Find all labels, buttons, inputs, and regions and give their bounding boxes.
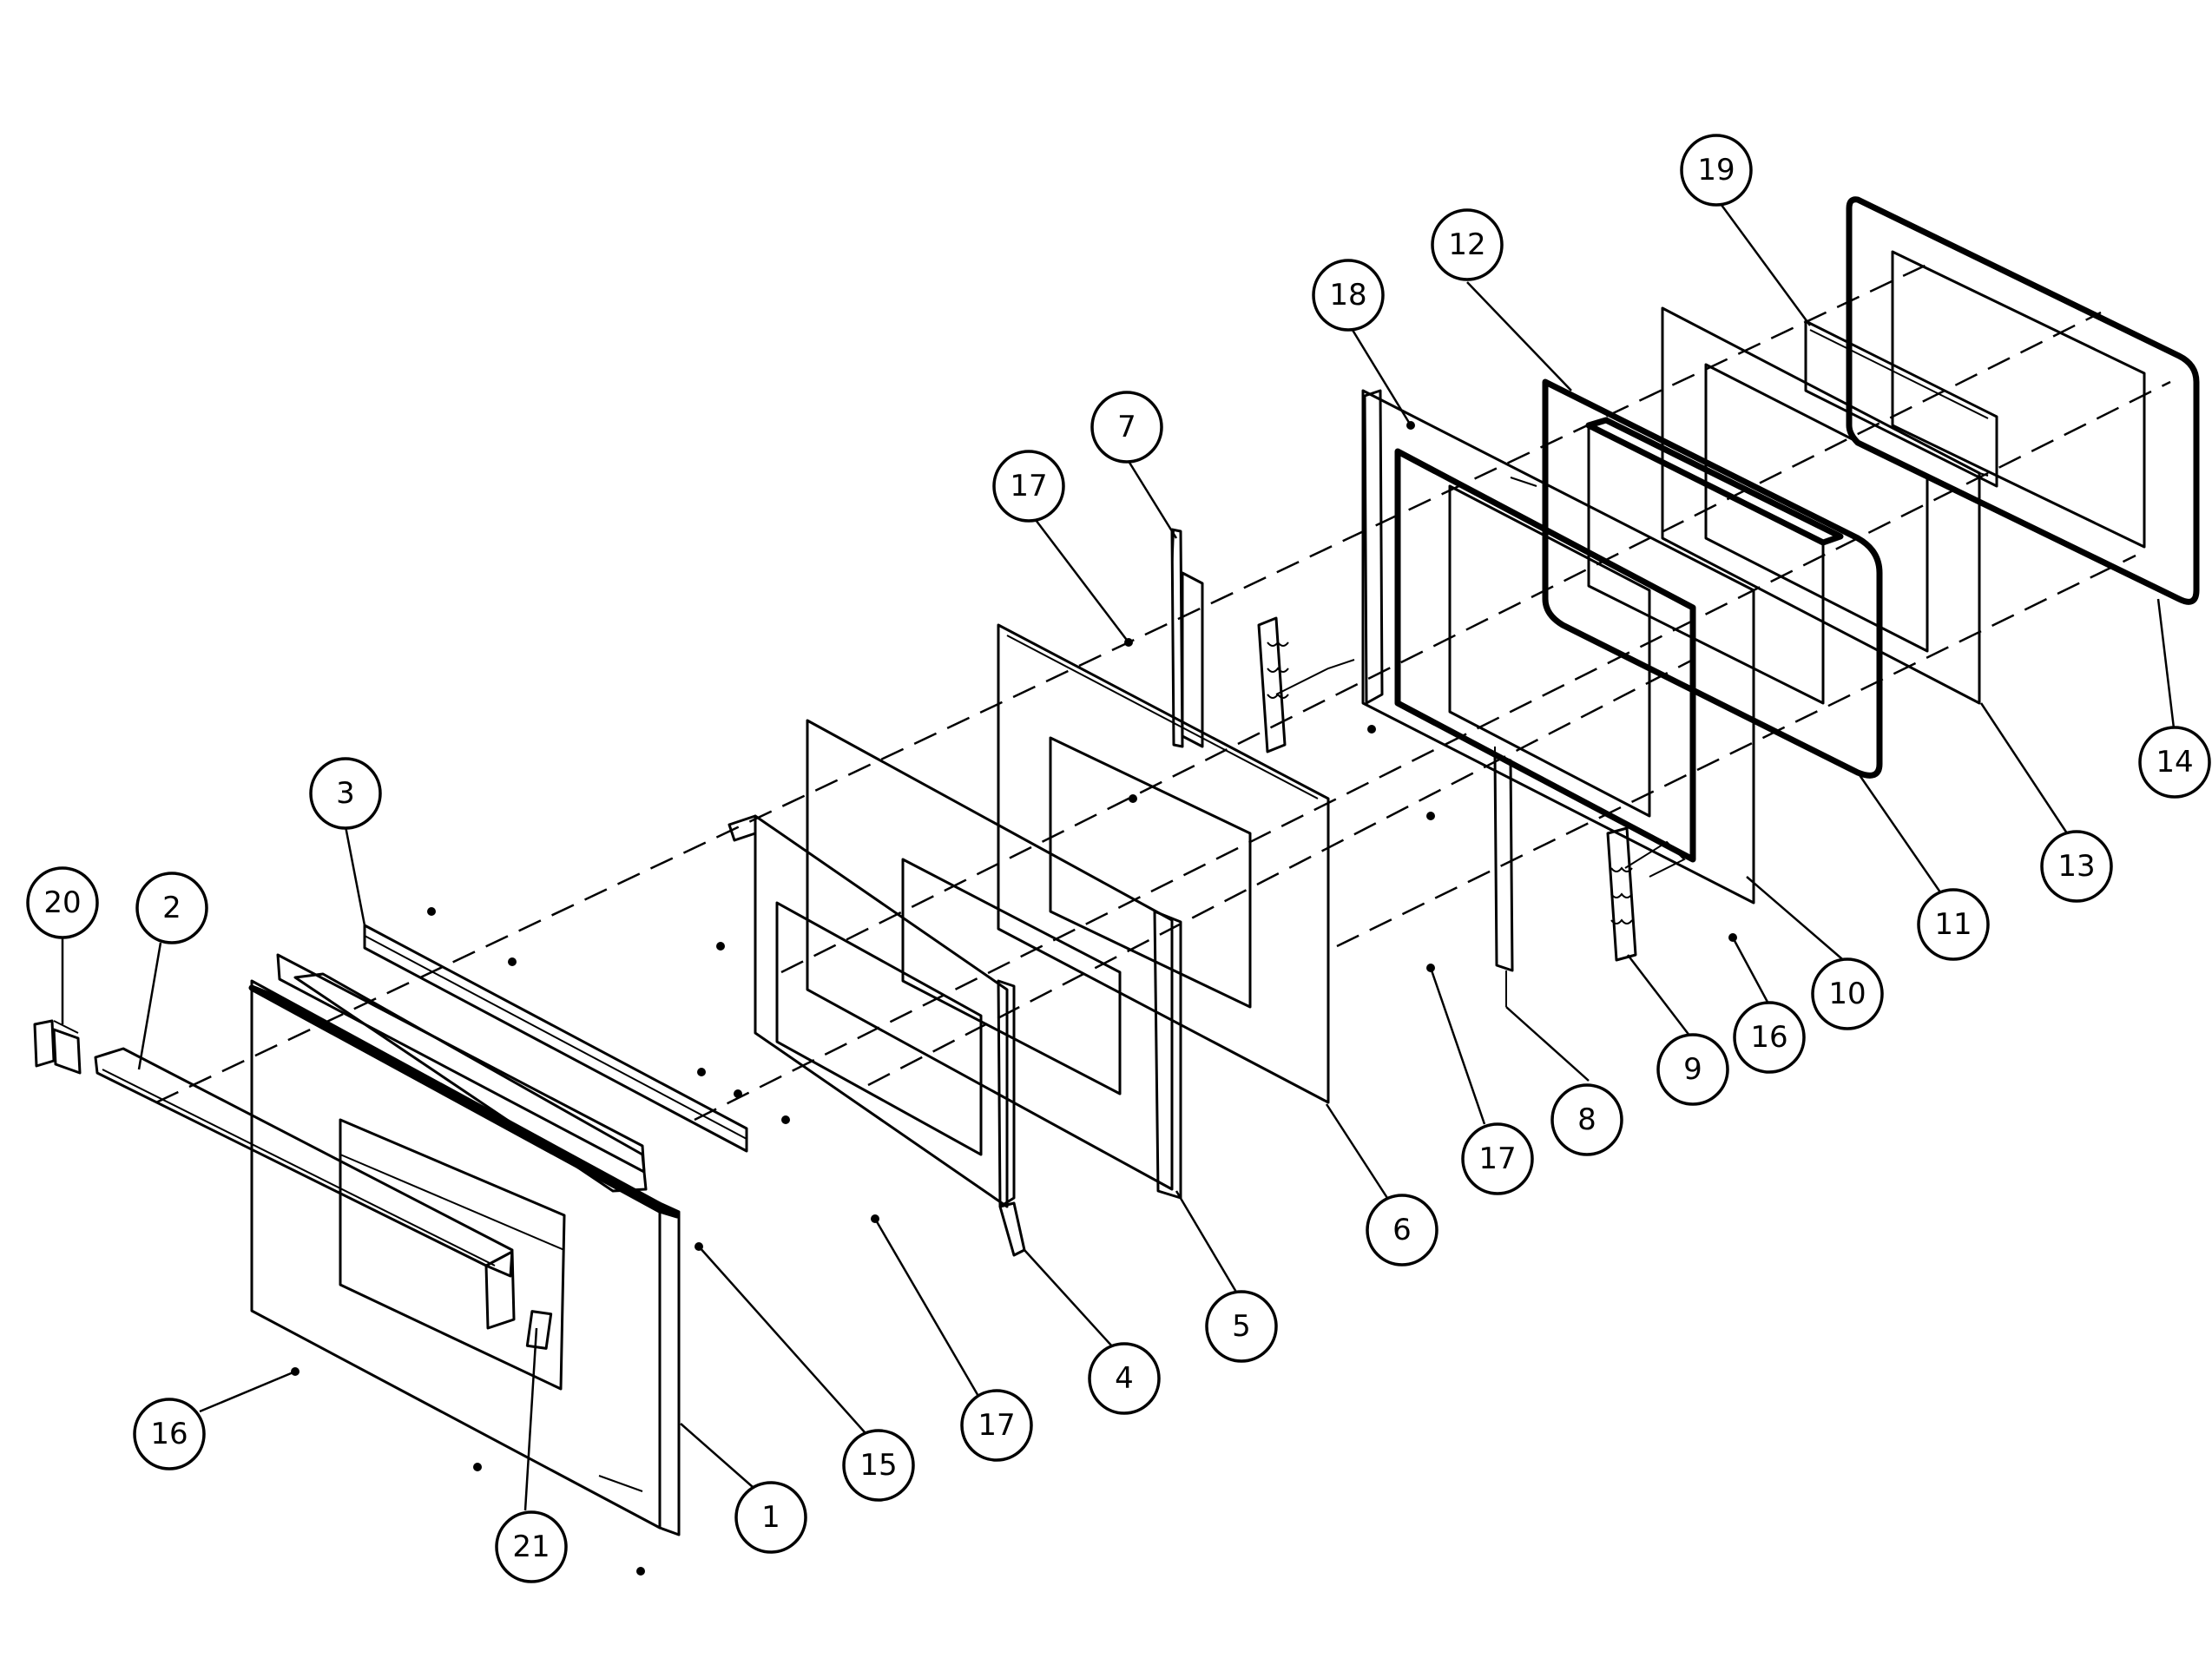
svg-text:2: 2 — [162, 891, 181, 925]
callout-17-middle: 17 — [960, 1389, 1033, 1462]
part-20-hinge-clip — [33, 1019, 82, 1075]
svg-text:15: 15 — [859, 1448, 897, 1483]
callout-16-left: 16 — [133, 1398, 206, 1470]
callout-18: 18 — [1312, 259, 1385, 332]
callout-17-right: 17 — [1461, 1122, 1534, 1195]
callout-16-right: 16 — [1733, 1001, 1806, 1074]
callout-9: 9 — [1656, 1033, 1729, 1106]
svg-text:7: 7 — [1117, 410, 1136, 444]
callout-12: 12 — [1431, 208, 1504, 281]
svg-text:17: 17 — [1010, 469, 1047, 503]
part-12-window-pack — [1585, 417, 1844, 705]
part-19-glass-retainer — [1804, 319, 1998, 488]
svg-text:9: 9 — [1683, 1052, 1702, 1087]
callout-13: 13 — [2040, 830, 2113, 903]
callout-8: 8 — [1550, 1083, 1623, 1156]
svg-text:8: 8 — [1577, 1102, 1596, 1137]
svg-text:21: 21 — [512, 1530, 550, 1564]
part-13-rear-panel — [1661, 306, 1989, 705]
svg-text:5: 5 — [1232, 1309, 1251, 1344]
part-6-glass-panel — [997, 623, 1330, 1104]
svg-text:19: 19 — [1697, 153, 1735, 188]
svg-text:12: 12 — [1448, 227, 1485, 262]
svg-text:18: 18 — [1329, 278, 1366, 313]
screw-dots — [291, 421, 1737, 1576]
hinge-spring-left — [1257, 616, 1355, 753]
part-7-hinge-bracket — [1170, 528, 1204, 748]
svg-text:13: 13 — [2057, 849, 2095, 884]
callout-17-top: 17 — [992, 450, 1065, 523]
callout-14: 14 — [2138, 726, 2211, 799]
assembly-axis-lines — [155, 259, 2171, 1122]
callout-10: 10 — [1811, 957, 1884, 1030]
leader-lines — [61, 197, 2179, 1511]
part-8-hinge-bracket — [1493, 747, 1514, 1007]
svg-text:4: 4 — [1115, 1361, 1134, 1396]
svg-text:20: 20 — [43, 885, 81, 920]
callout-19: 19 — [1680, 134, 1753, 207]
part-3-top-trim-channel — [276, 924, 748, 1174]
part-14-rear-frame — [1846, 196, 2200, 605]
part-4-inner-frame — [727, 814, 1026, 1257]
callout-2: 2 — [135, 872, 208, 944]
svg-text:16: 16 — [1750, 1020, 1787, 1055]
callout-11: 11 — [1917, 888, 1990, 961]
callout-5: 5 — [1205, 1290, 1278, 1363]
callout-3: 3 — [309, 757, 382, 830]
svg-text:17: 17 — [978, 1408, 1015, 1443]
svg-text:10: 10 — [1828, 977, 1866, 1011]
callout-21: 21 — [495, 1510, 568, 1583]
callout-15: 15 — [842, 1429, 915, 1502]
svg-text:6: 6 — [1392, 1213, 1412, 1247]
callout-6: 6 — [1366, 1194, 1438, 1267]
part-11-door-gasket — [1542, 378, 1883, 779]
svg-text:1: 1 — [761, 1500, 780, 1535]
svg-text:3: 3 — [336, 776, 355, 811]
callout-1: 1 — [734, 1481, 807, 1554]
callout-20: 20 — [26, 866, 99, 939]
callout-7: 7 — [1090, 391, 1163, 464]
part-2-door-handle — [94, 1047, 516, 1330]
svg-text:14: 14 — [2156, 745, 2193, 780]
part-10-inner-door-frame — [1361, 389, 1755, 905]
svg-text:11: 11 — [1934, 907, 1972, 942]
part-5-inner-liner — [806, 719, 1182, 1200]
callout-bubbles: 1 2 3 4 5 6 7 8 9 10 11 12 13 14 15 16 1… — [26, 134, 2211, 1583]
callout-4: 4 — [1088, 1342, 1161, 1415]
svg-text:16: 16 — [150, 1417, 188, 1451]
svg-text:17: 17 — [1478, 1142, 1516, 1176]
